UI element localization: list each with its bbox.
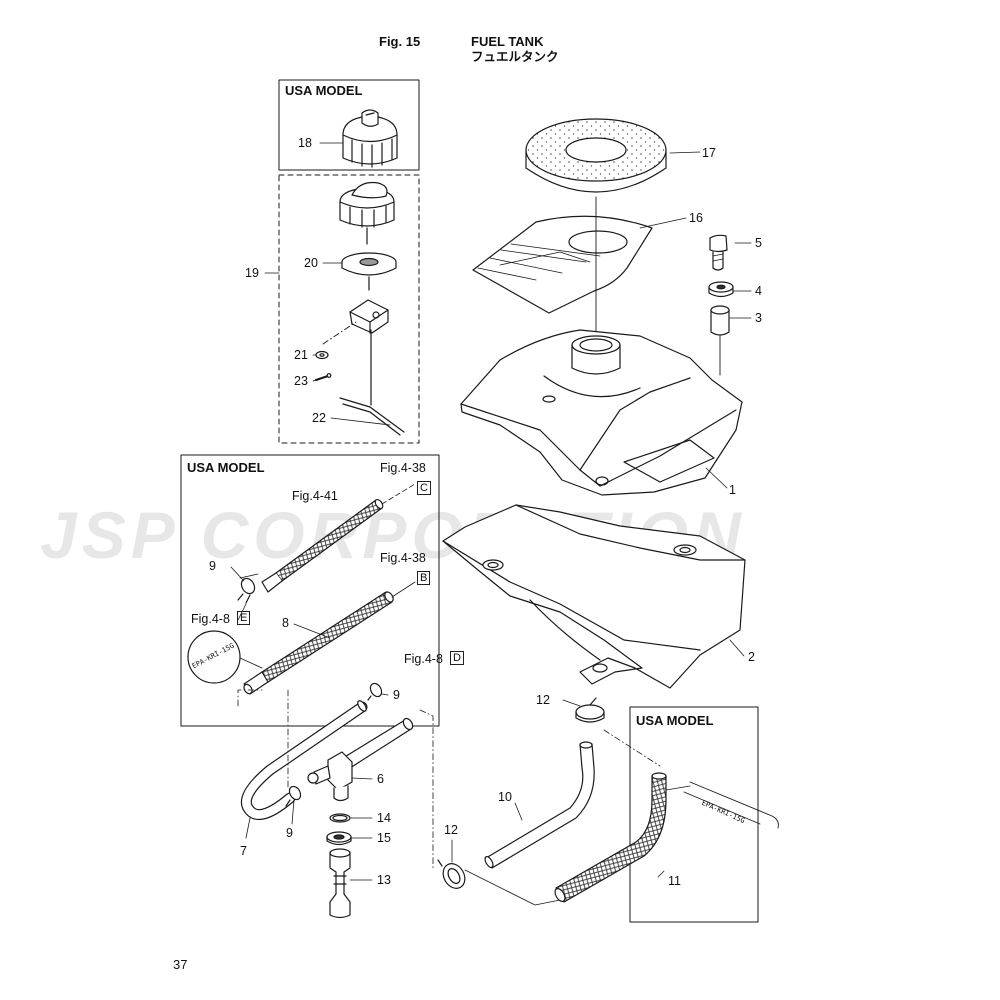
dashdot-19 [322,321,357,345]
part-label-18: 18 [298,136,312,150]
part-label-3: 3 [755,311,762,325]
part-label-9-lower: 9 [286,826,293,840]
part-label-1: 1 [729,483,736,497]
ref-letter-c: C [417,481,431,495]
figure-number: Fig. 15 [379,34,421,49]
part-15-gasket [326,831,352,846]
part-4-washer [708,281,734,298]
part-3-collar [710,305,730,336]
part-label-12-upper: 12 [536,693,550,707]
part-5-bolt [709,234,728,271]
leader-lines [230,142,752,881]
leader-line-tank [464,869,561,906]
stamp-circle-8 [187,630,241,684]
part-label-2: 2 [748,650,755,664]
ref-letter-e: E [237,611,251,625]
leader-b [391,581,416,598]
ref-fig441: Fig.4-41 [292,489,338,503]
part-13-strainer [329,848,351,919]
clip-9-lower [285,785,302,807]
stamp-11-band [665,781,779,829]
ref-fig48-e: Fig.4-8 [191,612,230,626]
part-label-21: 21 [294,348,308,362]
part-11-leader-dash [603,729,661,767]
page-number: 37 [173,957,188,972]
diagram-title-jp: フュエルタンク [471,50,559,64]
part-1-fuel-tank [460,329,743,496]
part-label-11: 11 [668,874,681,888]
part-label-6: 6 [377,772,384,786]
usa-model-box-hose11 [629,706,759,923]
part-18-fuel-cap-usa [342,109,398,168]
part-11-braided-hose [554,772,667,903]
ref-fig438-c: Fig.4-38 [380,461,426,475]
part-17-foam-pad [525,118,667,193]
part-label-10: 10 [498,790,512,804]
part-label-13: 13 [377,873,391,887]
part-2-tank-base [442,504,746,689]
leader-c [381,483,416,505]
part-label-14: 14 [377,811,391,825]
part-label-7: 7 [240,844,247,858]
part-6-fuel-cock [307,717,414,802]
part-label-8: 8 [282,616,289,630]
part-label-5: 5 [755,236,762,250]
ref-letter-d: D [450,651,464,665]
usa-model-label-hose11: USA MODEL [636,713,714,728]
dashdot-7 [237,689,289,791]
fig441-hose [261,498,384,593]
part-19-cap-assembly [339,181,395,245]
diagram-title: FUEL TANK [471,34,544,49]
part-10-hose [484,741,595,869]
usa-model-label-hoses: USA MODEL [187,460,265,475]
part-8-braided-hose [243,591,394,695]
leader-10-dashdot [419,709,434,871]
usa-model-box-cap [278,79,420,171]
part-14-o-ring [329,813,351,823]
part-label-15: 15 [377,831,391,845]
usa-model-box-hoses [180,454,440,727]
cap-assembly-dashed-box [278,174,420,444]
part-label-9-mid: 9 [393,688,400,702]
part-label-20: 20 [304,256,318,270]
part-label-23: 23 [294,374,308,388]
part-21-washer [315,350,329,360]
ref-letter-b: B [417,571,431,585]
clip-9-mid [367,682,383,701]
clip-9-upper [237,577,256,604]
part-label-22: 22 [312,411,326,425]
ref-fig48-d: Fig.4-8 [404,652,443,666]
part-label-12-lower: 12 [444,823,458,837]
part-label-9-upper: 9 [209,559,216,573]
ref-fig438-b: Fig.4-38 [380,551,426,565]
part-7-hose [240,700,368,821]
part-label-4: 4 [755,284,762,298]
part-label-17: 17 [702,146,716,160]
part-12-clamp-upper [575,697,605,723]
usa-model-label-cap: USA MODEL [285,83,363,98]
part-12-clamp-lower [437,859,466,889]
part-label-16: 16 [689,211,703,225]
part-label-19: 19 [245,266,259,280]
part-23-pin [314,373,332,382]
part-20-vent-disc [341,252,397,291]
part-16-sheet [472,215,653,314]
part-22-gauge-float [339,299,405,436]
